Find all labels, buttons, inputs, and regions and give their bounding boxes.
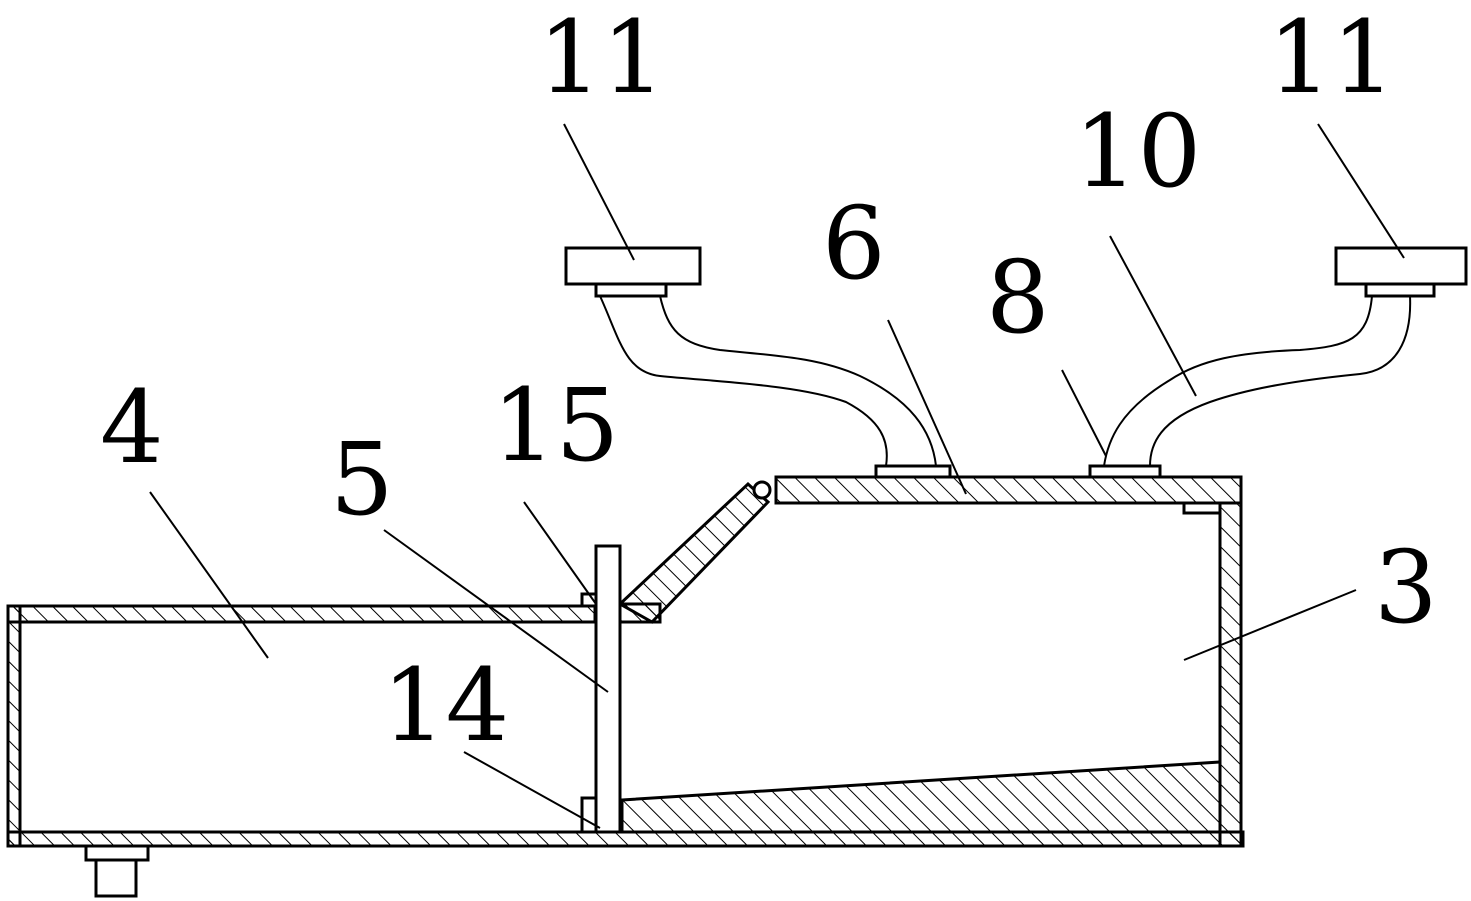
pipe-left-inner [659, 295, 937, 467]
bottom-wall [6, 830, 1245, 848]
lower-stop [580, 796, 598, 834]
nozzle-left [564, 246, 702, 298]
sloped-lid [617, 481, 771, 624]
partition-plate [594, 544, 622, 834]
leader-11-right [1317, 123, 1405, 259]
leader-3 [1183, 589, 1357, 661]
label-5: 5 [330, 421, 394, 538]
leader-6 [887, 319, 967, 495]
base-left [874, 464, 952, 479]
right-chamber [617, 475, 1243, 848]
right-bracket [1182, 501, 1222, 515]
label-14: 14 [382, 647, 509, 764]
hinge [752, 480, 772, 500]
nozzle-right [1334, 246, 1468, 298]
drain-outlet [84, 844, 150, 898]
pipe-right-inner [1103, 295, 1373, 467]
leader-14 [463, 751, 601, 829]
leader-5 [383, 529, 609, 693]
leader-8 [1061, 369, 1107, 457]
label-8: 8 [986, 239, 1050, 356]
label-4: 4 [100, 369, 164, 486]
label-15: 15 [492, 367, 619, 484]
label-6: 6 [822, 185, 886, 302]
left-chamber-left-wall [6, 604, 22, 848]
pipe-left-outer [599, 295, 888, 467]
label-10: 10 [1074, 93, 1201, 210]
base-right [1088, 464, 1162, 479]
top-plate [774, 475, 1243, 505]
label-11-right: 11 [1268, 0, 1395, 116]
leader-4 [149, 491, 269, 659]
leader-10 [1109, 235, 1197, 397]
leader-11-left [563, 123, 635, 261]
sloped-sediment [620, 760, 1222, 834]
right-wall [1218, 501, 1243, 848]
pipe-right-outer [1149, 295, 1412, 467]
label-11-left: 11 [538, 0, 665, 116]
leader-15 [523, 501, 597, 605]
label-3: 3 [1374, 529, 1438, 646]
